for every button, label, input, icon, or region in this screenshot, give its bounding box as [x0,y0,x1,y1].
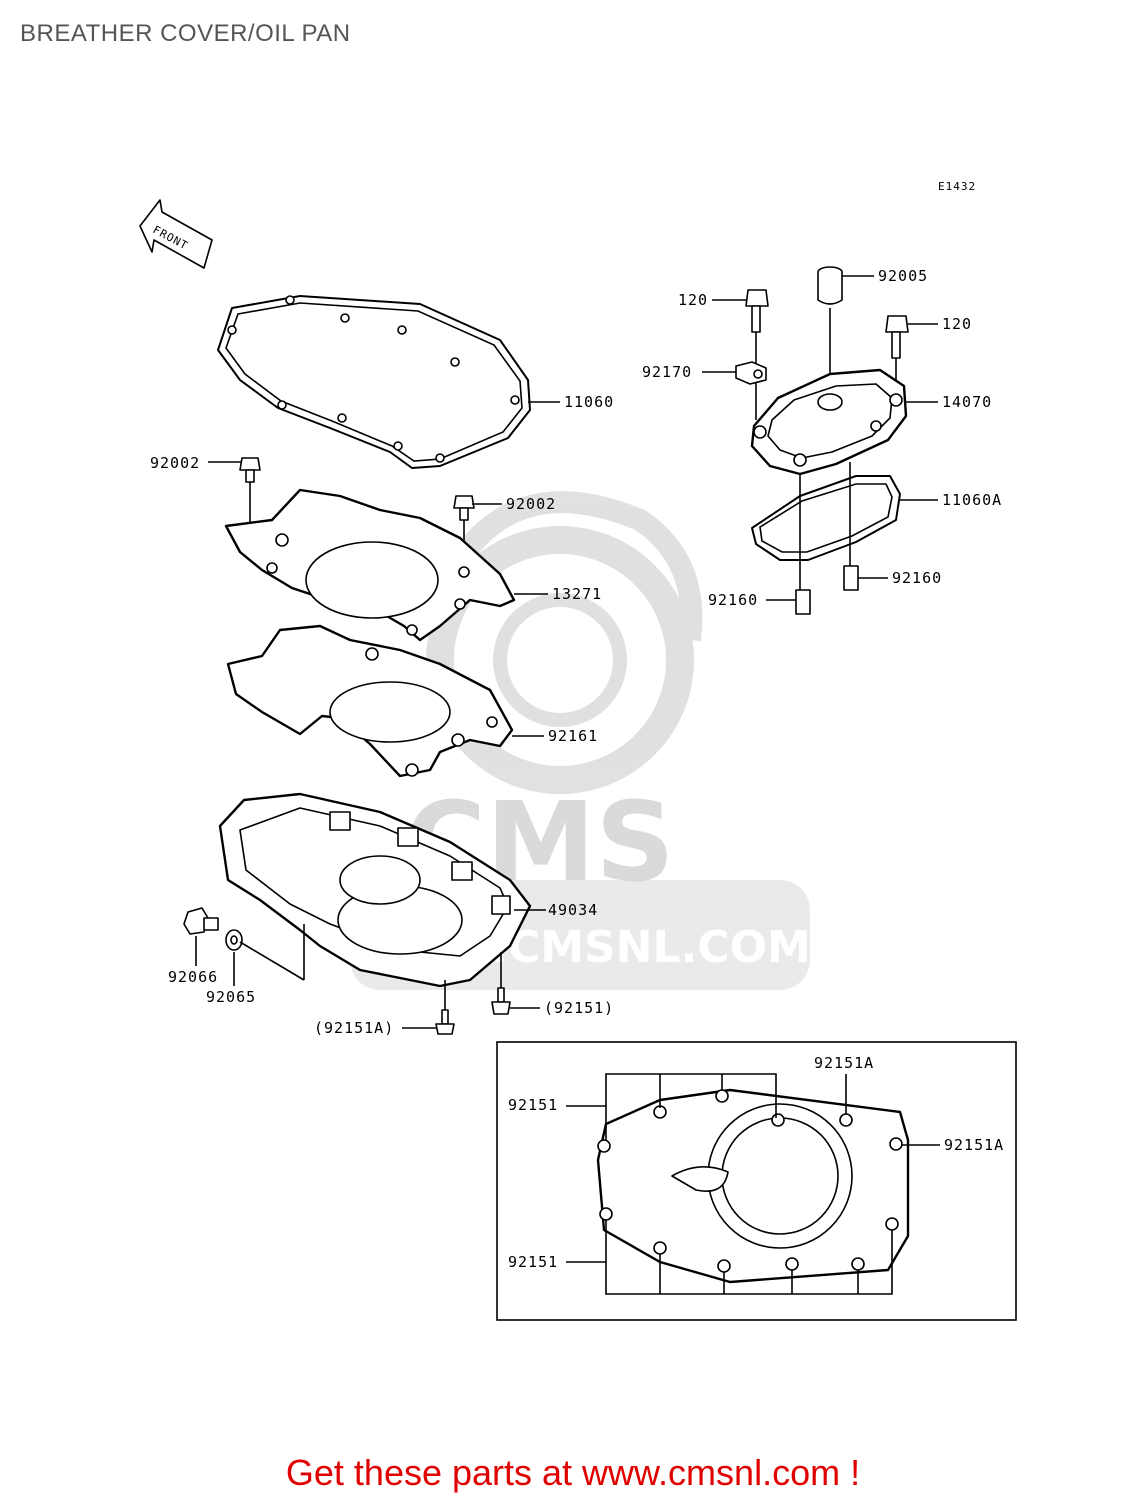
detail-box [496,1041,1017,1321]
label-92160-left: 92160 [708,591,758,609]
detail-pan-outline [596,1088,910,1284]
breather-cover-14070 [750,368,908,476]
label-120-left: 120 [678,291,708,309]
label-92002-left: 92002 [150,454,200,472]
label-92065: 92065 [206,988,256,1006]
front-arrow: FRONT [139,199,213,269]
label-92161: 92161 [548,727,598,745]
dowel-92160-left [795,589,811,615]
label-92066: 92066 [168,968,218,986]
dowel-92160-right [843,565,859,591]
label-92151-paren: (92151) [544,999,614,1017]
clamp-92170 [735,361,767,385]
detail-label-92151-top: 92151 [508,1096,558,1114]
label-92005: 92005 [878,267,928,285]
bolt-92002-left [239,457,261,483]
label-49034: 49034 [548,901,598,919]
label-92170: 92170 [642,363,692,381]
plate-92161 [226,624,514,778]
bolt-92002-right [453,495,475,521]
label-13271: 13271 [552,585,602,603]
label-11060: 11060 [564,393,614,411]
bolt-92151 [491,987,511,1015]
label-11060a: 11060A [942,491,1002,509]
oil-pan-49034 [218,792,532,988]
label-92151a-paren: (92151A) [314,1019,394,1037]
footer-banner: Get these parts at www.cmsnl.com ! [285,1452,861,1493]
page-title: BREATHER COVER/OIL PAN [20,20,351,47]
gasket-11060 [217,295,531,469]
drain-plug-92066 [183,907,219,935]
detail-label-92151a-top: 92151A [814,1054,874,1072]
fitting-92005 [817,266,843,305]
gasket-11060a [751,475,901,561]
bolt-120-right [885,315,909,359]
diagram-code: E1432 [938,180,976,193]
label-92002-right: 92002 [506,495,556,513]
watermark: CMS WWW.CMSNL.COM [349,491,811,990]
washer-92065 [225,929,243,951]
label-14070: 14070 [942,393,992,411]
label-120-right: 120 [942,315,972,333]
bolt-120-left [745,289,769,333]
label-92160-right: 92160 [892,569,942,587]
bolt-92151a [435,1009,455,1035]
plate-13271 [224,488,516,642]
watermark-mascot [426,491,703,794]
detail-label-92151a-right: 92151A [944,1136,1004,1154]
detail-label-92151-bottom: 92151 [508,1253,558,1271]
